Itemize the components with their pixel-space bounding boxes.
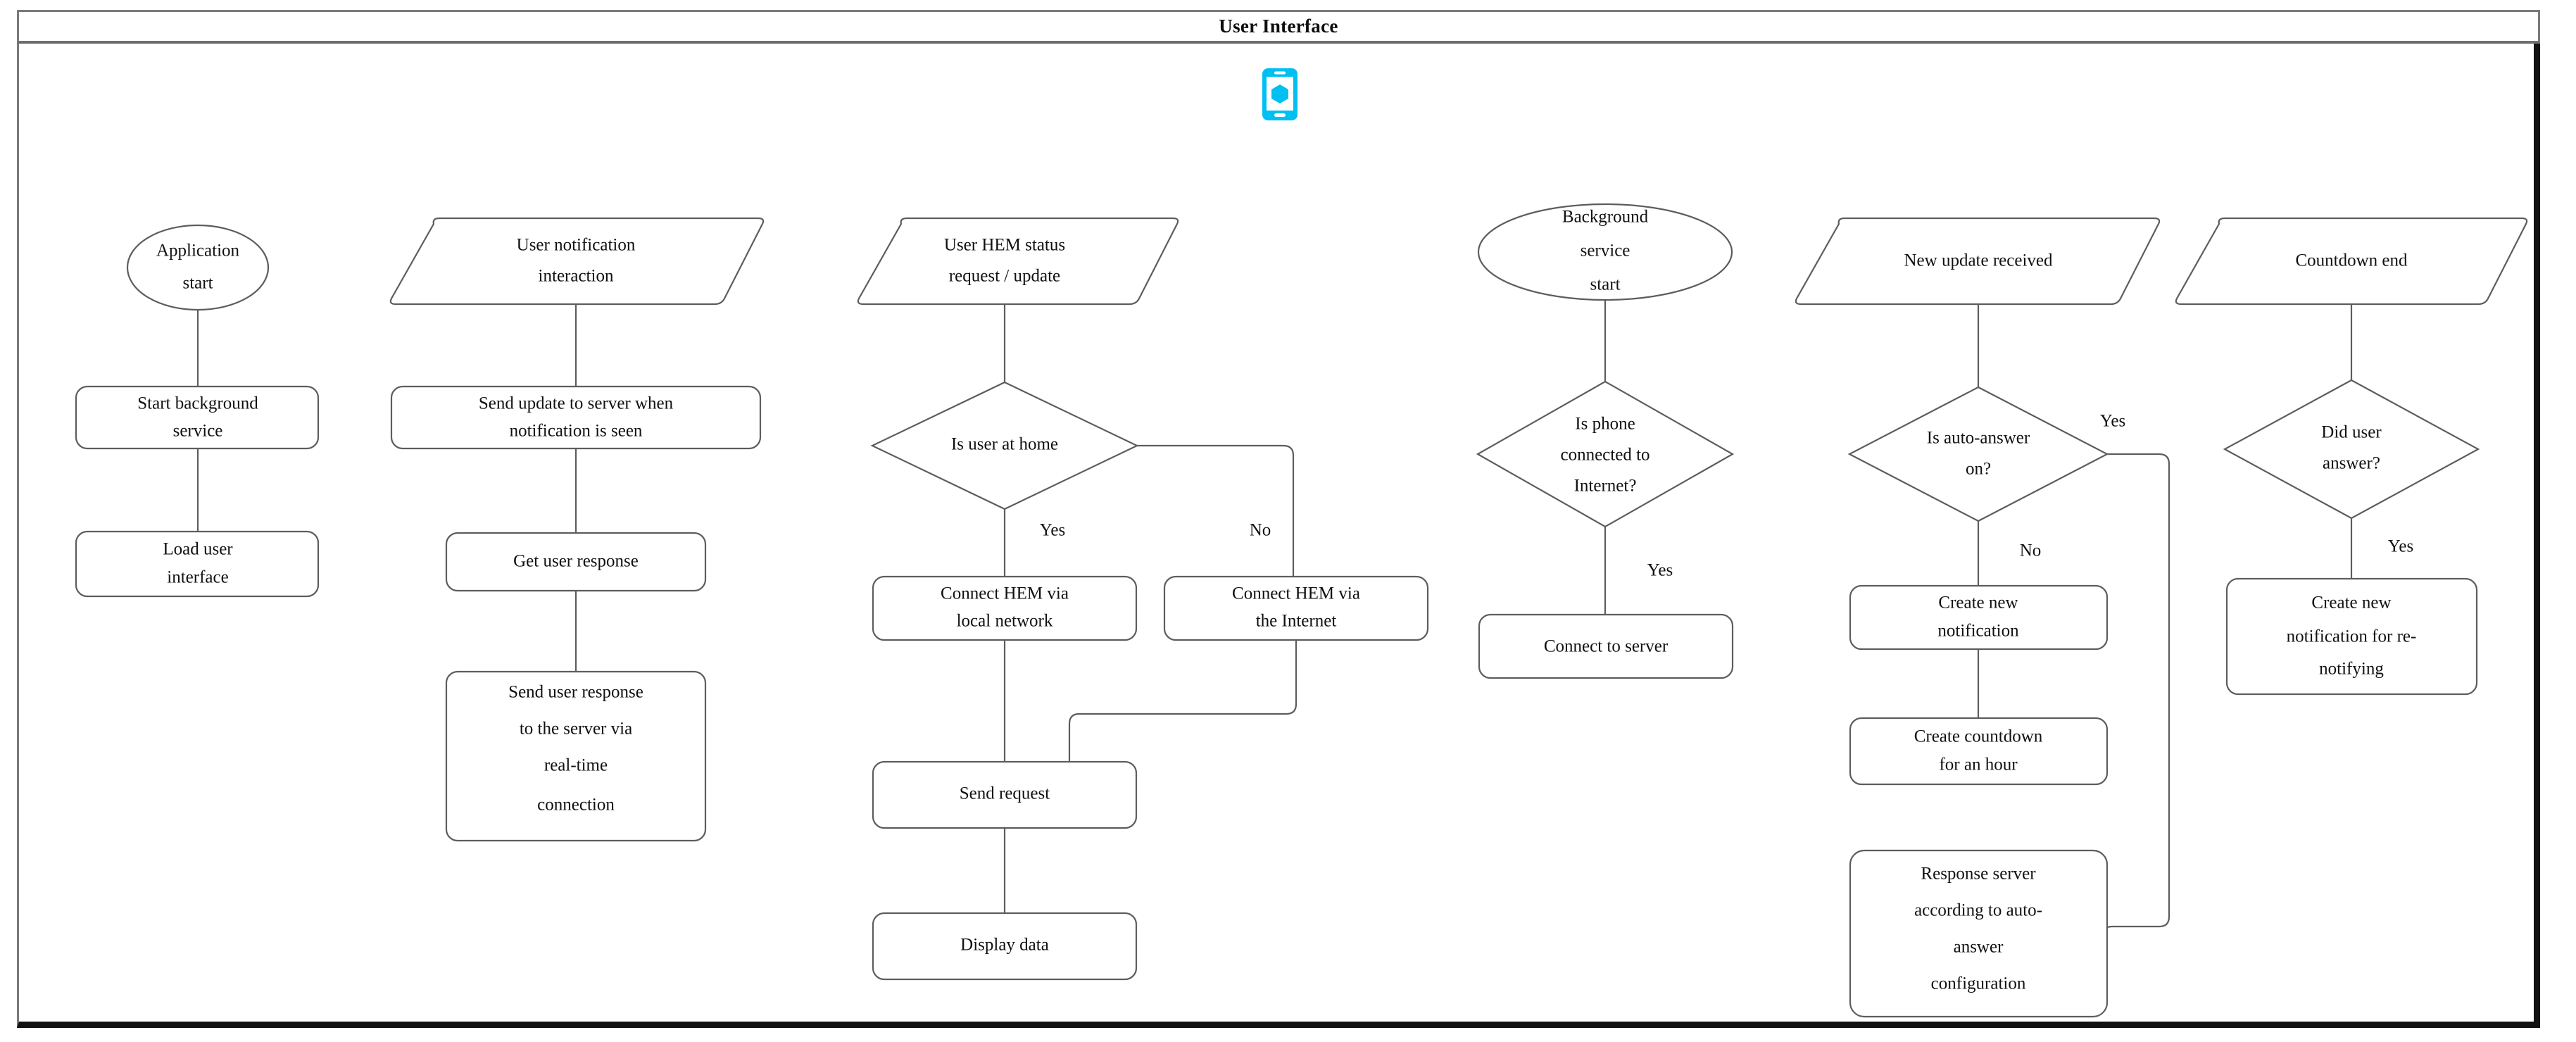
title-bar: User Interface bbox=[17, 10, 2540, 44]
page-title: User Interface bbox=[1219, 15, 1338, 37]
mobile-phone-icon bbox=[1262, 68, 1298, 121]
document-frame bbox=[17, 10, 2540, 1028]
